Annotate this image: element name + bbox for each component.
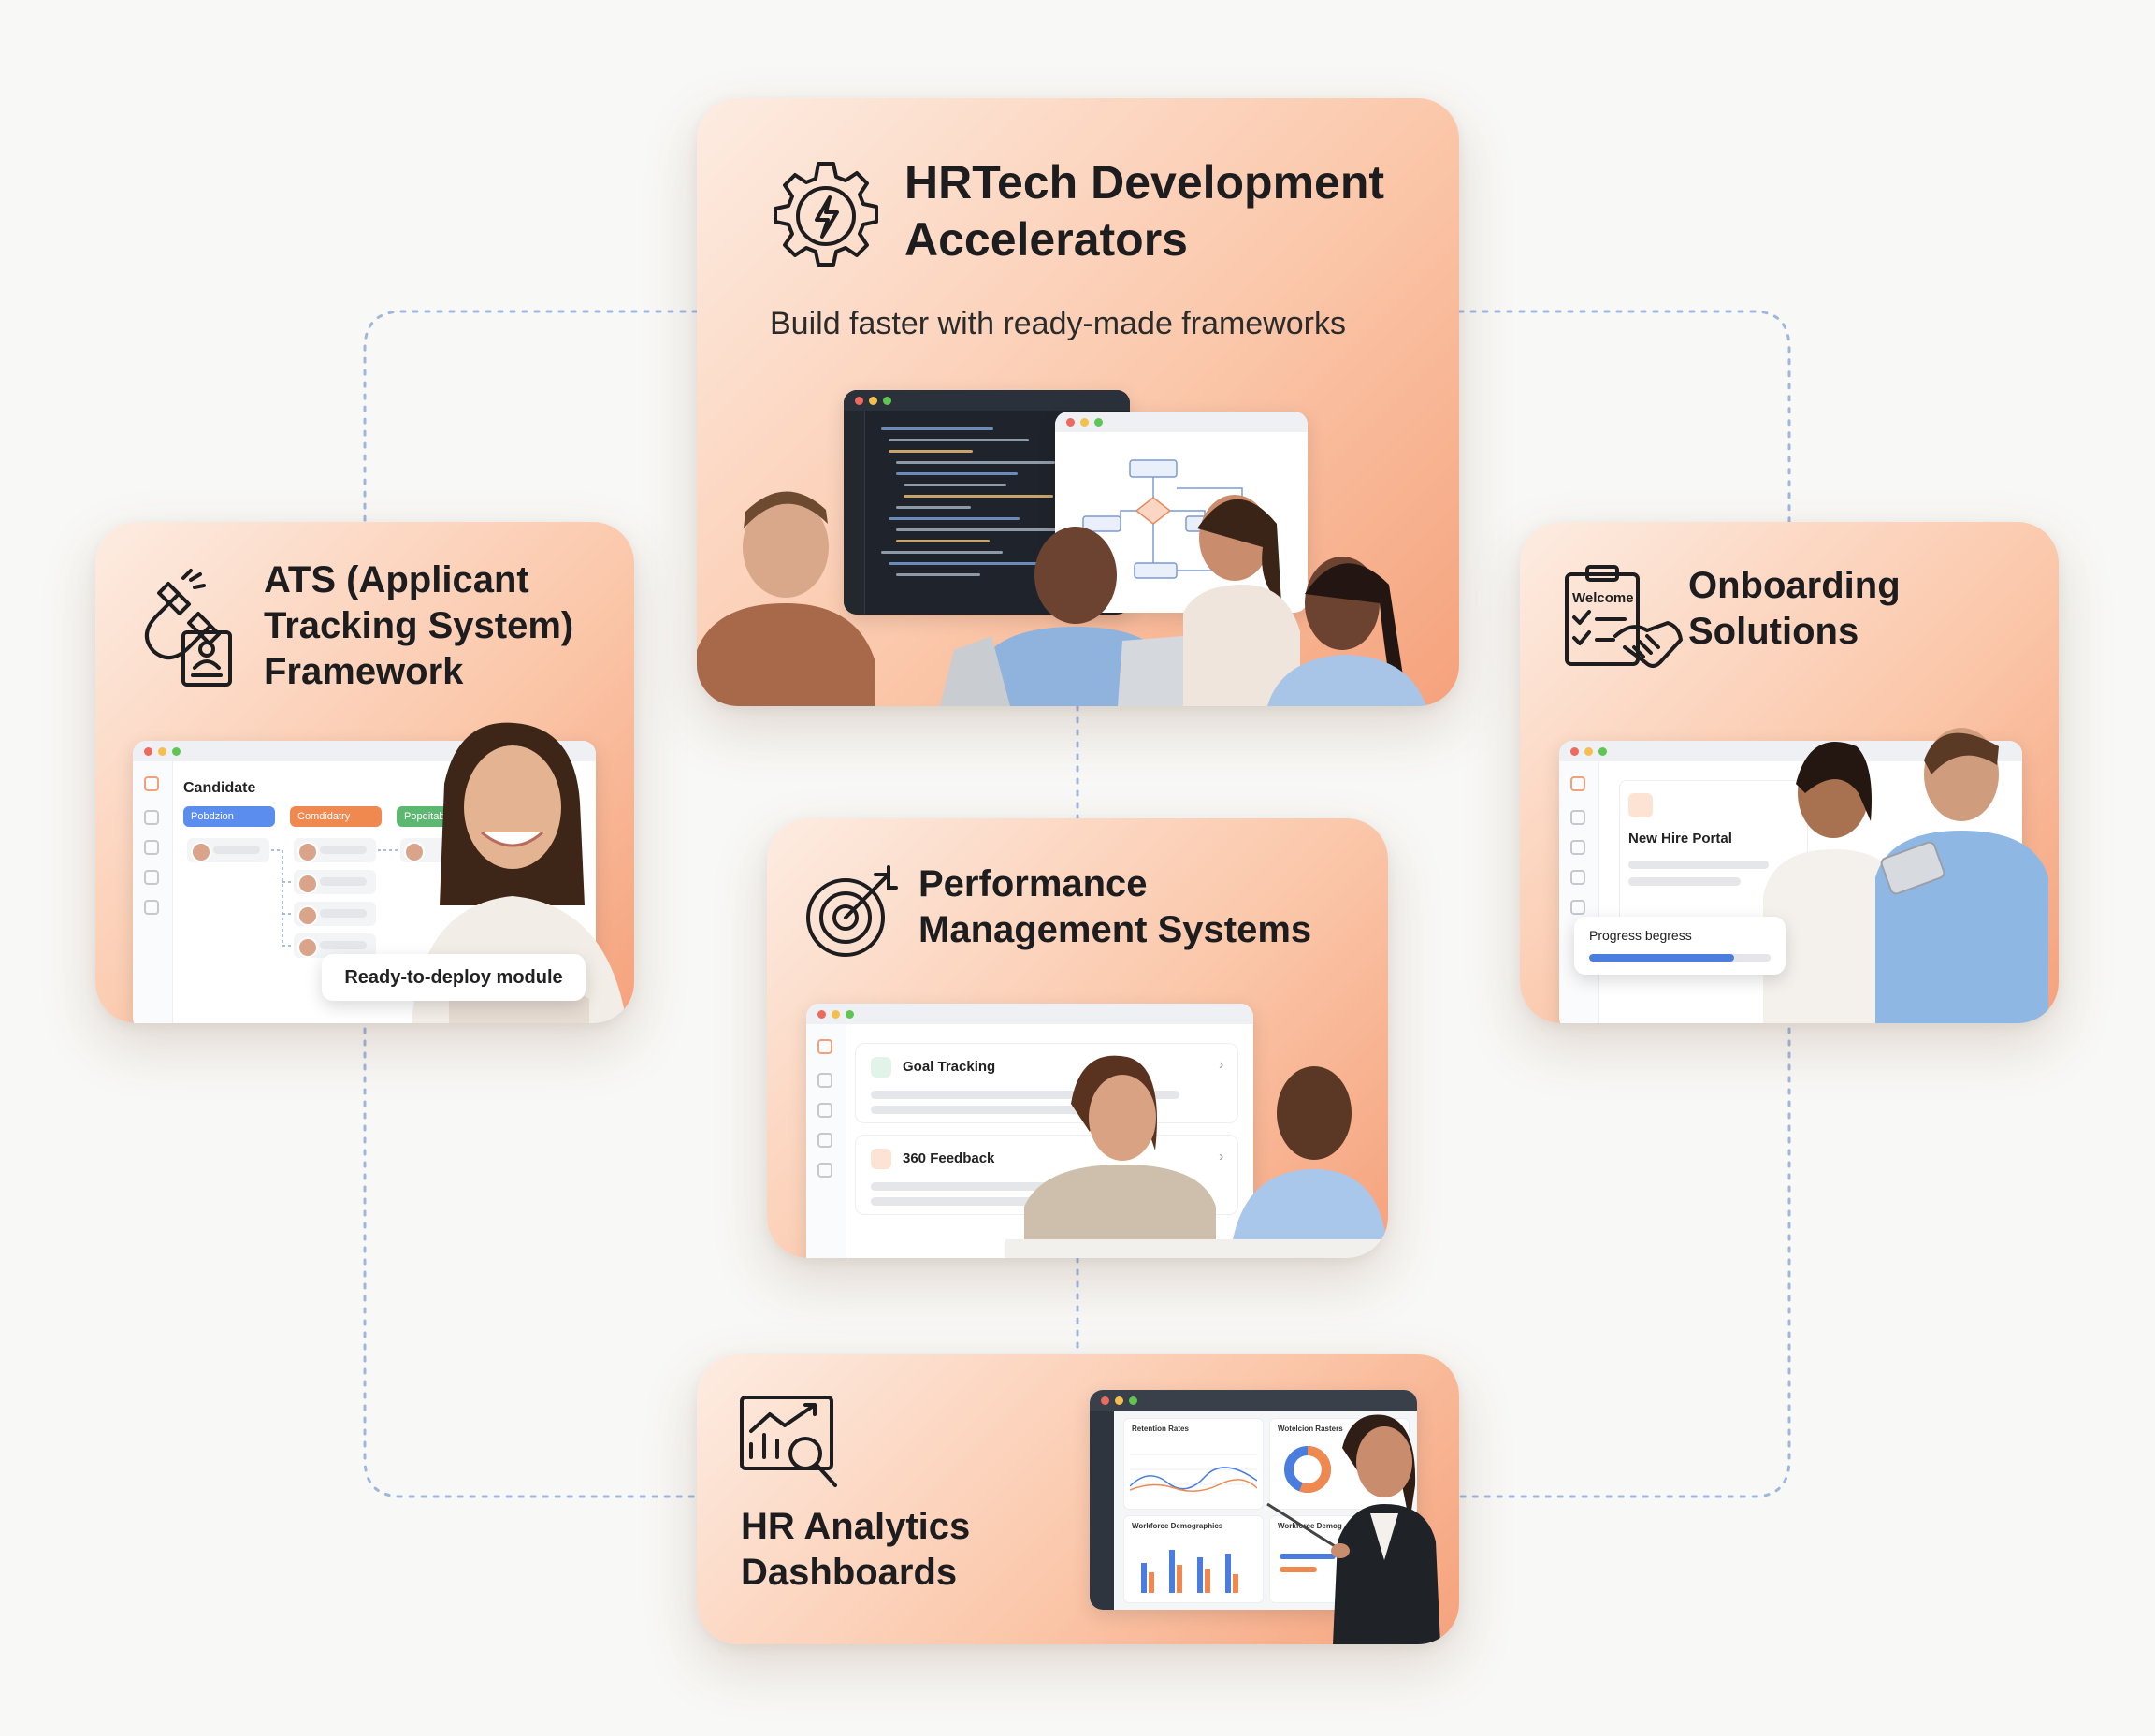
ats-title: ATS (Applicant Tracking System) Framewor…	[264, 559, 574, 692]
performance-card[interactable]: Performance Management Systems Goal Trac…	[767, 818, 1388, 1258]
progress-label: Progress begress	[1589, 928, 1692, 943]
analytics-title: HR Analytics Dashboards	[741, 1506, 971, 1593]
demographics-title: Workforce Demographics	[1132, 1522, 1223, 1530]
ats-column-1[interactable]: Pobdzion	[183, 806, 275, 827]
onboarding-card[interactable]: Welcome Onboarding Solutions New Hire Po…	[1520, 522, 2059, 1023]
gear-lightning-icon	[774, 162, 878, 267]
analytics-presenter-photo	[1266, 1414, 1440, 1644]
feedback-icon	[871, 1149, 891, 1169]
retention-title: Retention Rates	[1132, 1425, 1189, 1433]
chevron-right-icon: ›	[1219, 1149, 1224, 1165]
ats-ready-badge: Ready-to-deploy module	[322, 954, 586, 1001]
team-photo	[697, 491, 1426, 706]
demographics-bar-chart	[1141, 1550, 1238, 1593]
flowchart-diagram	[1082, 459, 1243, 579]
portal-icon	[1628, 793, 1653, 817]
feedback-360-label: 360 Feedback	[903, 1150, 995, 1166]
welcome-icon-text: Welcome	[1572, 590, 1634, 606]
chevron-right-icon: ›	[1219, 1057, 1224, 1073]
new-hire-portal-heading: New Hire Portal	[1628, 831, 1732, 846]
retention-panel: Retention Rates	[1123, 1418, 1264, 1510]
performance-people-photo	[1005, 1055, 1388, 1258]
goal-tracking-icon	[871, 1057, 891, 1078]
demographics-panel: Workforce Demographics	[1123, 1515, 1264, 1603]
progress-card: Progress begress	[1574, 917, 1786, 975]
hub-subtitle: Build faster with ready-made frameworks	[770, 306, 1347, 341]
welcome-clipboard-handshake-icon: Welcome	[1565, 565, 1683, 668]
goal-tracking-label: Goal Tracking	[903, 1059, 996, 1075]
magnet-resume-icon	[145, 569, 232, 687]
hub-title: HRTech Development Accelerators	[904, 156, 1385, 266]
target-arrow-icon	[806, 865, 898, 957]
ats-card[interactable]: ATS (Applicant Tracking System) Framewor…	[95, 522, 634, 1023]
progress-bar	[1589, 954, 1771, 962]
demographics-title-2: Workforce Demog	[1278, 1522, 1342, 1530]
ats-flow-lines	[271, 849, 400, 947]
retention-line-chart	[1130, 1454, 1257, 1492]
ats-candidate-heading: Candidate	[183, 780, 256, 796]
onboarding-people-photo	[1763, 728, 2048, 1023]
onboarding-title: Onboarding Solutions	[1688, 565, 1901, 652]
chart-magnifier-icon	[740, 1396, 837, 1487]
hub-card[interactable]: HRTech Development Accelerators Build fa…	[697, 98, 1459, 706]
analytics-card[interactable]: HR Analytics Dashboards Retention Rates …	[697, 1354, 1459, 1644]
rasters-title: Wotelcion Rasters	[1278, 1425, 1343, 1433]
donut-chart	[1284, 1446, 1331, 1493]
performance-title: Performance Management Systems	[918, 863, 1312, 950]
goal-tracking-card[interactable]: Goal Tracking ›	[855, 1043, 1238, 1123]
ats-column-2[interactable]: Comdidatry	[290, 806, 382, 827]
